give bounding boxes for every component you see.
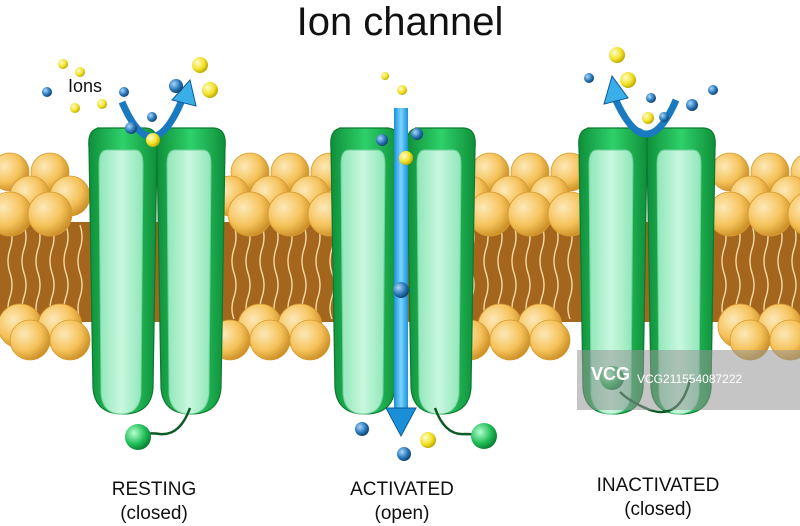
lipid-tail bbox=[749, 224, 755, 320]
inactivation-gate-ball bbox=[125, 424, 151, 450]
lipid-tail bbox=[567, 224, 573, 320]
ion-yellow bbox=[609, 47, 625, 63]
ion-blue bbox=[169, 79, 183, 93]
channel-protein bbox=[330, 127, 476, 415]
ion-yellow bbox=[420, 432, 436, 448]
lipid-tail bbox=[511, 224, 517, 320]
ion-blue bbox=[393, 282, 409, 298]
lipid-tail bbox=[231, 224, 237, 320]
ion-blue bbox=[659, 112, 669, 122]
lipid-tail bbox=[525, 224, 531, 320]
ion-yellow bbox=[397, 85, 407, 95]
lipid-tail bbox=[483, 224, 489, 320]
ion-blue bbox=[646, 93, 656, 103]
ion-blue bbox=[584, 73, 594, 83]
lipid-tail bbox=[735, 224, 741, 320]
lipid-tail bbox=[721, 224, 727, 320]
state-status: (open) bbox=[374, 503, 430, 524]
protein-core bbox=[416, 149, 462, 415]
lipid-tail bbox=[763, 224, 769, 320]
lipid-head bbox=[249, 319, 291, 361]
lipid-tail bbox=[553, 224, 559, 320]
ion-yellow bbox=[58, 59, 68, 69]
ion-blue bbox=[119, 87, 129, 97]
ion-yellow bbox=[202, 82, 218, 98]
lipid-head bbox=[27, 191, 73, 237]
lipid-head bbox=[747, 191, 793, 237]
state-status: (closed) bbox=[120, 503, 188, 524]
state-label-resting: RESTING (closed) bbox=[54, 478, 254, 526]
ion-yellow bbox=[399, 151, 413, 165]
watermark-text: VCG211554087222 bbox=[637, 372, 743, 386]
ion-blue bbox=[411, 128, 423, 140]
ion-flow-arrow-head bbox=[385, 407, 417, 438]
lipid-tail bbox=[35, 224, 41, 320]
lipid-tail bbox=[273, 224, 279, 320]
ion-blue bbox=[376, 134, 388, 146]
lipid-head bbox=[529, 319, 571, 361]
state-label-activated: ACTIVATED (open) bbox=[302, 478, 502, 526]
protein-core bbox=[166, 149, 212, 415]
ion-blue bbox=[708, 85, 718, 95]
lipid-tail bbox=[7, 224, 13, 320]
ion-blue bbox=[355, 422, 369, 436]
lipid-tail bbox=[791, 224, 797, 320]
ion-bounce-arrow bbox=[610, 94, 680, 138]
lipid-tail bbox=[287, 224, 293, 320]
ions-label: Ions bbox=[68, 76, 103, 96]
ion-blue bbox=[397, 447, 411, 461]
watermark-logo: VCG bbox=[591, 364, 631, 384]
lipid-tail bbox=[49, 224, 55, 320]
ion-yellow bbox=[97, 99, 107, 109]
inactivation-gate-ball bbox=[471, 423, 497, 449]
protein-core bbox=[588, 149, 634, 415]
ion-yellow bbox=[70, 103, 80, 113]
channel-protein bbox=[88, 127, 226, 415]
lipid-head bbox=[267, 191, 313, 237]
lipid-heads bbox=[0, 152, 800, 361]
ion-bounce-arrow-head bbox=[603, 74, 629, 105]
lipid-head bbox=[489, 319, 531, 361]
ion-blue bbox=[125, 122, 137, 134]
ion-blue bbox=[42, 87, 52, 97]
lipid-tail bbox=[77, 224, 83, 320]
protein-core bbox=[656, 149, 702, 415]
ion-blue bbox=[147, 112, 157, 122]
ion-yellow bbox=[75, 67, 85, 77]
channel-protein bbox=[578, 127, 716, 415]
state-status: (closed) bbox=[624, 499, 692, 520]
lipid-head bbox=[49, 319, 91, 361]
state-name: INACTIVATED bbox=[596, 475, 720, 496]
watermark: VCG VCG211554087222 bbox=[577, 350, 800, 410]
lipid-head bbox=[289, 319, 331, 361]
lipid-head bbox=[227, 191, 273, 237]
lipid-tail bbox=[315, 224, 321, 320]
channel-proteins bbox=[88, 127, 716, 415]
ion-yellow bbox=[381, 72, 389, 80]
lipid-tail bbox=[63, 224, 69, 320]
diagram-title: Ion channel bbox=[296, 0, 504, 44]
lipid-head bbox=[9, 319, 51, 361]
protein-core bbox=[340, 149, 386, 415]
protein-core bbox=[98, 149, 144, 415]
ion-yellow bbox=[642, 112, 654, 124]
ion-flow-arrow-shaft bbox=[394, 108, 408, 408]
ion-yellow bbox=[146, 133, 160, 147]
state-name: RESTING bbox=[111, 479, 197, 500]
state-label-inactivated: INACTIVATED (closed) bbox=[558, 474, 758, 522]
state-name: ACTIVATED bbox=[350, 479, 454, 500]
ion-blue bbox=[686, 99, 698, 111]
lipid-tail bbox=[245, 224, 251, 320]
lipid-head bbox=[787, 193, 800, 235]
ion-yellow bbox=[620, 72, 636, 88]
lipid-head bbox=[507, 191, 553, 237]
ion-yellow bbox=[192, 57, 208, 73]
